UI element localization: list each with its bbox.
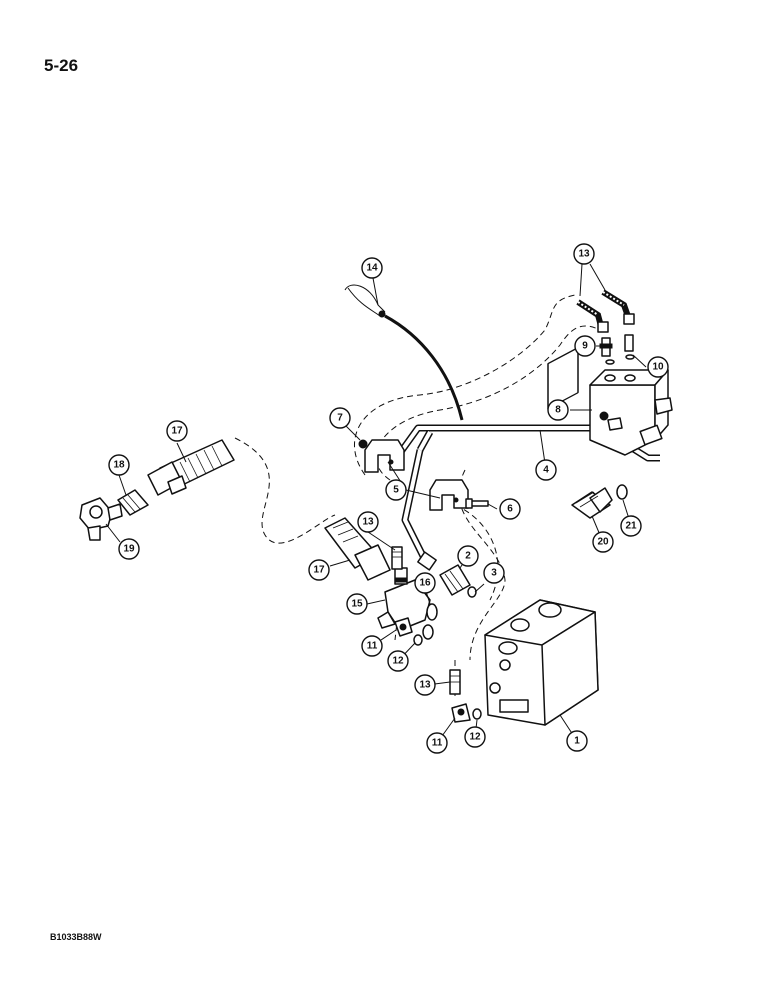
part-20-adapter bbox=[571, 487, 613, 519]
svg-text:19: 19 bbox=[123, 544, 135, 555]
svg-text:13: 13 bbox=[419, 680, 431, 691]
svg-text:14: 14 bbox=[366, 263, 378, 274]
part-6-bolt bbox=[465, 498, 489, 509]
part-5-clamps bbox=[364, 439, 469, 511]
svg-text:13: 13 bbox=[362, 517, 374, 528]
callout-17-lower: 17 bbox=[308, 559, 330, 581]
callout-14: 14 bbox=[361, 257, 383, 279]
callout-2: 2 bbox=[457, 545, 479, 567]
callout-12-lower: 12 bbox=[464, 726, 486, 748]
callout-11-upper: 11 bbox=[361, 635, 383, 657]
svg-text:17: 17 bbox=[313, 565, 325, 576]
svg-text:18: 18 bbox=[113, 460, 125, 471]
part-15-tee-fitting bbox=[377, 567, 431, 631]
part-13-fitting-mid bbox=[391, 546, 403, 570]
part-11-elbow-lower bbox=[451, 703, 471, 723]
part-1-valve-body bbox=[484, 346, 599, 726]
callout-20: 20 bbox=[592, 531, 614, 553]
part-9-fittings bbox=[599, 337, 615, 365]
svg-text:11: 11 bbox=[432, 738, 443, 749]
svg-text:10: 10 bbox=[652, 362, 664, 373]
callout-5: 5 bbox=[385, 479, 407, 501]
part-21-oring bbox=[616, 484, 628, 500]
part-11-elbow-upper bbox=[394, 617, 413, 637]
part-13-hose-ends-top bbox=[576, 289, 635, 333]
callout-16: 16 bbox=[414, 572, 436, 594]
part-2-fitting bbox=[439, 564, 471, 596]
part-10-oring bbox=[624, 334, 635, 360]
callout-8: 8 bbox=[547, 399, 569, 421]
callout-12-upper: 12 bbox=[387, 650, 409, 672]
callout-13-mid: 13 bbox=[357, 511, 379, 533]
svg-text:12: 12 bbox=[469, 732, 481, 743]
callout-10: 10 bbox=[647, 356, 669, 378]
part-14-cable bbox=[344, 284, 464, 421]
part-17-hose-upper bbox=[147, 439, 235, 496]
svg-text:11: 11 bbox=[367, 641, 378, 652]
svg-text:2: 2 bbox=[465, 551, 471, 562]
part-8-valve-block bbox=[589, 369, 673, 456]
svg-text:20: 20 bbox=[597, 537, 609, 548]
svg-text:8: 8 bbox=[555, 405, 561, 416]
part-18-adapter bbox=[117, 489, 149, 516]
part-3-oring bbox=[467, 586, 477, 598]
part-12-oring-upper bbox=[413, 634, 423, 646]
svg-text:12: 12 bbox=[392, 656, 404, 667]
part-16-oring bbox=[422, 603, 438, 640]
part-17-hose-lower bbox=[324, 517, 391, 581]
callout-13-low: 13 bbox=[414, 674, 436, 696]
callout-15: 15 bbox=[346, 593, 368, 615]
callout-18: 18 bbox=[108, 454, 130, 476]
svg-text:5: 5 bbox=[393, 485, 399, 496]
svg-text:1: 1 bbox=[574, 736, 580, 747]
svg-text:7: 7 bbox=[337, 413, 343, 424]
svg-text:15: 15 bbox=[351, 599, 363, 610]
svg-text:6: 6 bbox=[507, 504, 513, 515]
callout-7: 7 bbox=[329, 407, 351, 429]
part-19-elbow bbox=[79, 497, 123, 541]
callout-9: 9 bbox=[574, 335, 596, 357]
callout-11-lower: 11 bbox=[426, 732, 448, 754]
callout-1: 1 bbox=[566, 730, 588, 752]
svg-text:16: 16 bbox=[419, 578, 431, 589]
svg-text:13: 13 bbox=[578, 249, 590, 260]
svg-text:4: 4 bbox=[543, 465, 549, 476]
part-7-nut bbox=[358, 439, 368, 449]
callout-17-upper: 17 bbox=[166, 420, 188, 442]
part-13-fitting-low bbox=[449, 669, 461, 695]
callout-21: 21 bbox=[620, 515, 642, 537]
page-number: 5-26 bbox=[44, 56, 79, 75]
callout-19: 19 bbox=[118, 538, 140, 560]
callout-4: 4 bbox=[535, 459, 557, 481]
callout-13-top: 13 bbox=[573, 243, 595, 265]
callout-6: 6 bbox=[499, 498, 521, 520]
svg-text:21: 21 bbox=[625, 521, 637, 532]
svg-text:17: 17 bbox=[171, 426, 183, 437]
figure-code: B1033B88W bbox=[50, 932, 102, 942]
part-12-oring-lower bbox=[472, 708, 482, 720]
callout-3: 3 bbox=[483, 562, 505, 584]
svg-text:9: 9 bbox=[582, 341, 588, 352]
svg-text:3: 3 bbox=[491, 568, 497, 579]
